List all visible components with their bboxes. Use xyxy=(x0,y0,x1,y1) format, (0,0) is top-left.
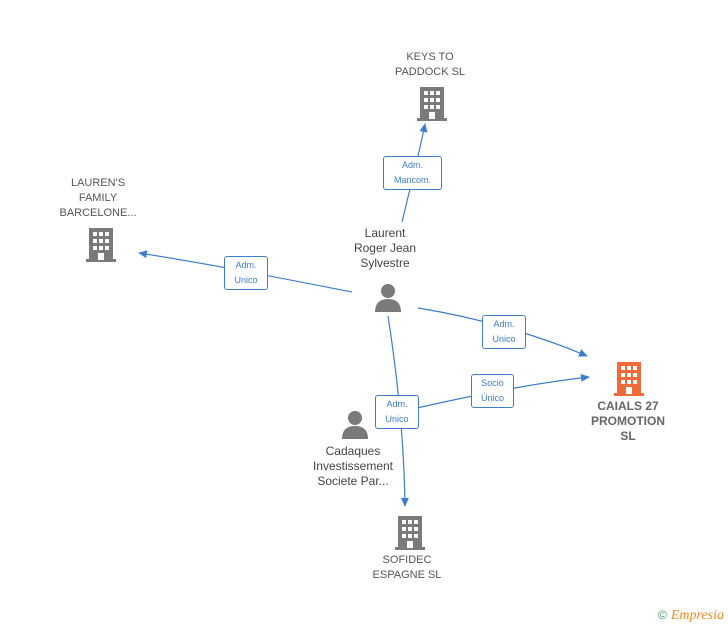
node-sofidec-label[interactable]: SOFIDEC ESPAGNE SL xyxy=(372,554,442,581)
edge-label-adm-unico-sofidec[interactable]: Adm. Unico xyxy=(375,395,419,429)
person-icon[interactable] xyxy=(340,409,370,439)
person-icon[interactable] xyxy=(373,282,403,312)
node-keys-label[interactable]: KEYS TO PADDOCK SL xyxy=(394,51,466,78)
edge-label-adm-unico-laurens[interactable]: Adm. Unico xyxy=(224,256,268,290)
building-icon[interactable] xyxy=(614,360,644,396)
brand-logo: Empresia xyxy=(670,608,724,623)
building-icon[interactable] xyxy=(417,85,447,121)
node-laurent-label[interactable]: Laurent Roger Jean Sylvestre xyxy=(353,226,417,270)
building-icon[interactable] xyxy=(86,226,116,262)
edge-label-adm-unico-caials[interactable]: Adm. Unico xyxy=(482,315,526,349)
building-icon[interactable] xyxy=(395,514,425,550)
footer-brand[interactable]: ©Empresia xyxy=(658,608,724,624)
node-cadaques-label[interactable]: Cadaques Investissement Societe Par... xyxy=(312,444,394,488)
copyright-symbol: © xyxy=(658,608,667,622)
node-caials-label[interactable]: CAIALS 27 PROMOTION SL xyxy=(591,399,665,443)
node-laurens-label[interactable]: LAUREN'S FAMILY BARCELONE... xyxy=(59,177,137,219)
edge-label-socio-unico[interactable]: Socio Único xyxy=(471,374,514,408)
edge-label-adm-mancom[interactable]: Adm. Mancom. xyxy=(383,156,442,190)
